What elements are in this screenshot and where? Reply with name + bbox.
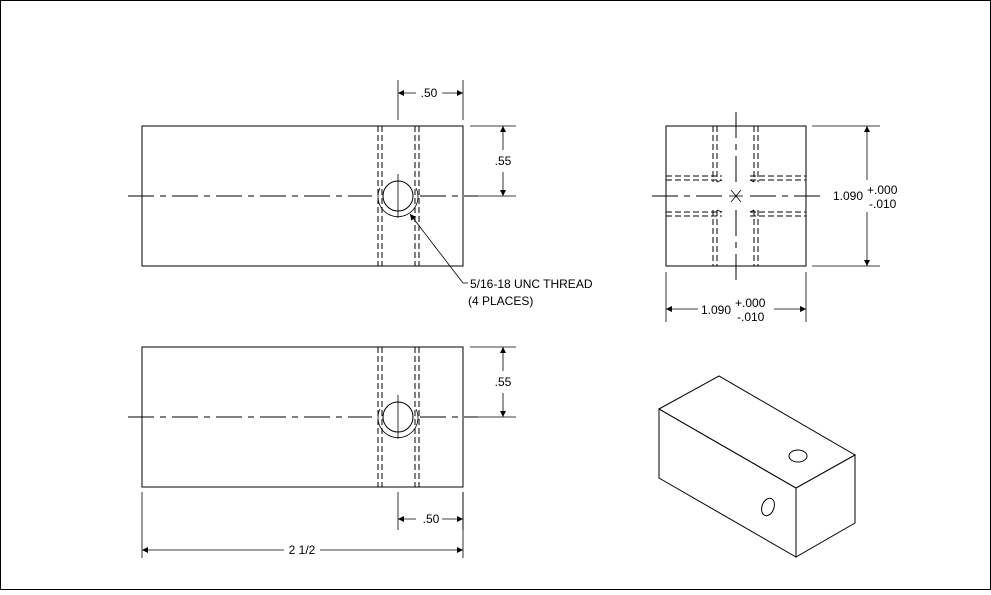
iso-front-hole xyxy=(761,497,775,517)
top-view-height-dim: .55 xyxy=(495,154,512,168)
thread-callout-line2: (4 PLACES) xyxy=(468,294,533,308)
top-view-offset-dim: .50 xyxy=(421,86,438,100)
top-front-view: .50 .55 5/16-18 UNC THREAD (4 PLACES) xyxy=(128,80,593,308)
top-view-thread-hole xyxy=(382,180,414,212)
end-view-height-tol-plus: +.000 xyxy=(867,183,898,197)
end-view-height-dim: 1.090 xyxy=(833,189,863,203)
isometric-view xyxy=(657,375,857,558)
iso-top-hole xyxy=(788,449,808,463)
end-view-width-tol-plus: +.000 xyxy=(735,296,766,310)
end-view-width-tol-minus: -.010 xyxy=(737,310,765,324)
thread-callout-line1: 5/16-18 UNC THREAD xyxy=(470,277,593,291)
bottom-front-view: .55 .50 2 1/2 xyxy=(128,346,516,558)
bottom-view-offset-dim: .50 xyxy=(423,512,440,526)
bottom-view-thread-hole xyxy=(382,401,414,433)
end-view-height-tol-minus: -.010 xyxy=(869,197,897,211)
iso-side-face xyxy=(795,454,856,558)
bottom-view-height-dim: .55 xyxy=(495,375,512,389)
overall-length-dim: 2 1/2 xyxy=(289,543,316,557)
end-view-width-dim: 1.090 xyxy=(701,303,731,317)
thread-callout-leader xyxy=(409,213,464,284)
end-view: 1.090 +.000 -.010 1.090 +.000 -.010 xyxy=(652,112,898,324)
iso-front-face xyxy=(658,408,797,558)
